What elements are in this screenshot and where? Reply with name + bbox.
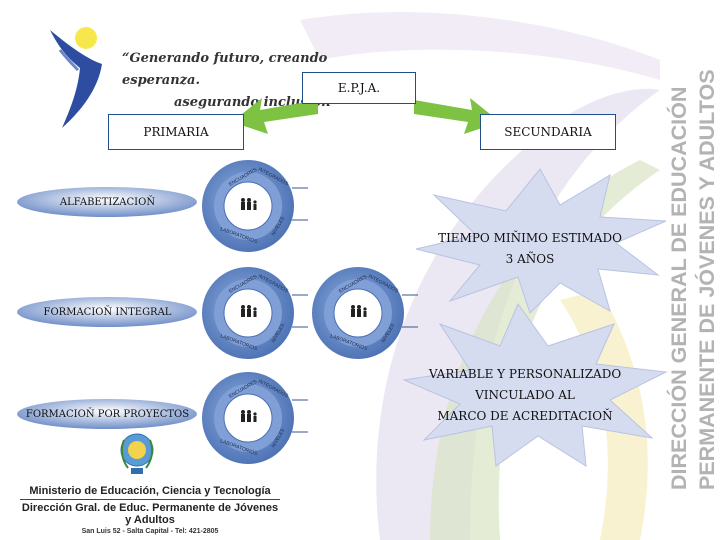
ellipse-alfabetizacion — [17, 187, 197, 217]
tiempo-line-1: TIEMPO MIŇIMO ESTIMADO — [438, 231, 622, 245]
epja-logo — [50, 27, 102, 128]
tiempo-line-2: 3 AÑOS — [505, 252, 555, 266]
address: San Luis 52 - Salta Capital - Tel: 421-2… — [81, 528, 219, 535]
star-text-tiempo: TIEMPO MIŇIMO ESTIMADO 3 AÑOS — [430, 228, 630, 270]
slogan: “Generando futuro, creando esperanza. as… — [122, 48, 362, 114]
ellipse-formacion-proyectos — [17, 399, 197, 429]
side-title-line-2: PERMANENTE DE JÓVENES Y ADULTOS — [694, 69, 719, 490]
variable-line-1: VARIABLE Y PERSONALIZADO — [428, 367, 622, 381]
side-title: DIRECCIÓN GENERAL DE EDUCACIÓN PERMANENT… — [666, 69, 719, 490]
label-formacion-integral: FORMACIOŇ INTEGRAL — [43, 306, 172, 318]
direction-name: Dirección Gral. de Educ. Permanente de J… — [21, 502, 279, 526]
star-text-variable: VARIABLE Y PERSONALIZADO VINCULADO AL MA… — [420, 364, 630, 427]
label-alfabetizacion: ALFABETIZACIOŇ — [59, 196, 156, 208]
variable-line-2: VINCULADO AL — [475, 388, 575, 402]
ellipse-formacion-integral — [17, 297, 197, 327]
root-box-epja: E.P.J.A. — [302, 72, 416, 104]
ministry-name: Ministerio de Educación, Ciencia y Tecno… — [29, 485, 271, 497]
arrow-to-primaria-icon — [232, 98, 318, 134]
branch-box-secundaria: SECUNDARIA — [480, 114, 616, 150]
label-formacion-proyectos: FORMACIOŇ POR PROYECTOS — [25, 408, 190, 420]
ministry-footer: Ministerio de Educación, Ciencia y Tecno… — [20, 485, 280, 535]
star-variable — [402, 302, 668, 467]
star-tiempo-minimo — [415, 168, 667, 314]
branch-box-primaria: PRIMARIA — [108, 114, 244, 150]
arrow-to-secundaria-icon — [414, 98, 500, 134]
province-seal-icon — [120, 433, 154, 474]
variable-line-3: MARCO DE ACREDITACIOŇ — [437, 409, 613, 423]
side-title-line-1: DIRECCIÓN GENERAL DE EDUCACIÓN — [666, 87, 691, 490]
footer-divider — [20, 499, 280, 500]
slogan-line-1: “Generando futuro, creando esperanza. — [122, 51, 328, 88]
